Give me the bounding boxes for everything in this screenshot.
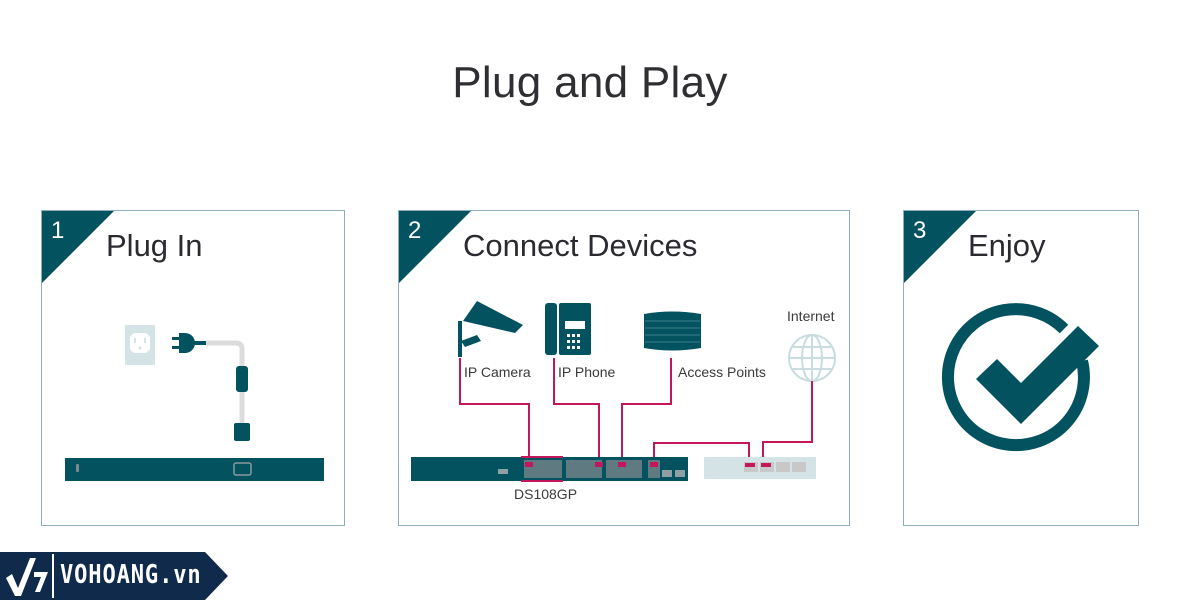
- vh-logo-icon: [6, 558, 48, 596]
- network-diagram: [411, 301, 836, 482]
- step-card-plug-in: 1 Plug In: [41, 210, 345, 526]
- watermark-logo: VOHOANG.vn: [0, 552, 230, 600]
- device-label: IP Phone: [558, 364, 616, 380]
- step-title: Plug In: [106, 228, 203, 263]
- switch-ds108gp-icon: [411, 456, 688, 482]
- step-title: Enjoy: [968, 228, 1046, 263]
- ip-phone-icon: [545, 303, 591, 355]
- step-title: Connect Devices: [463, 228, 698, 263]
- page-title: Plug and Play: [452, 58, 728, 107]
- plug-in-illustration: [65, 325, 324, 481]
- step-number: 2: [408, 217, 422, 244]
- switch-rear-panel-icon: [65, 458, 324, 481]
- ip-camera-icon: [458, 301, 523, 357]
- corner-triangle: [42, 211, 114, 283]
- switch-label: DS108GP: [514, 486, 578, 502]
- access-point-icon: [644, 311, 701, 351]
- ethernet-cables: [459, 358, 813, 463]
- power-plug-icon: [172, 333, 206, 353]
- step-card-connect-devices: 2 Connect Devices IP Camera IP Phone Acc…: [398, 210, 850, 526]
- device-label: Internet: [787, 308, 835, 324]
- watermark-text: VOHOANG.vn: [60, 560, 202, 590]
- power-cable-icon: [206, 340, 250, 441]
- globe-icon: [788, 334, 836, 382]
- step-number: 3: [913, 217, 927, 244]
- step-card-enjoy: 3 Enjoy: [903, 210, 1139, 526]
- device-label: Access Points: [678, 364, 766, 380]
- wall-outlet-icon: [125, 325, 155, 365]
- watermark-banner: [0, 552, 228, 600]
- corner-triangle: [399, 211, 471, 283]
- corner-triangle: [904, 211, 976, 283]
- router-icon: [704, 457, 816, 479]
- device-label: IP Camera: [464, 364, 531, 380]
- step-number: 1: [51, 217, 65, 244]
- check-circle-icon: [941, 303, 1099, 452]
